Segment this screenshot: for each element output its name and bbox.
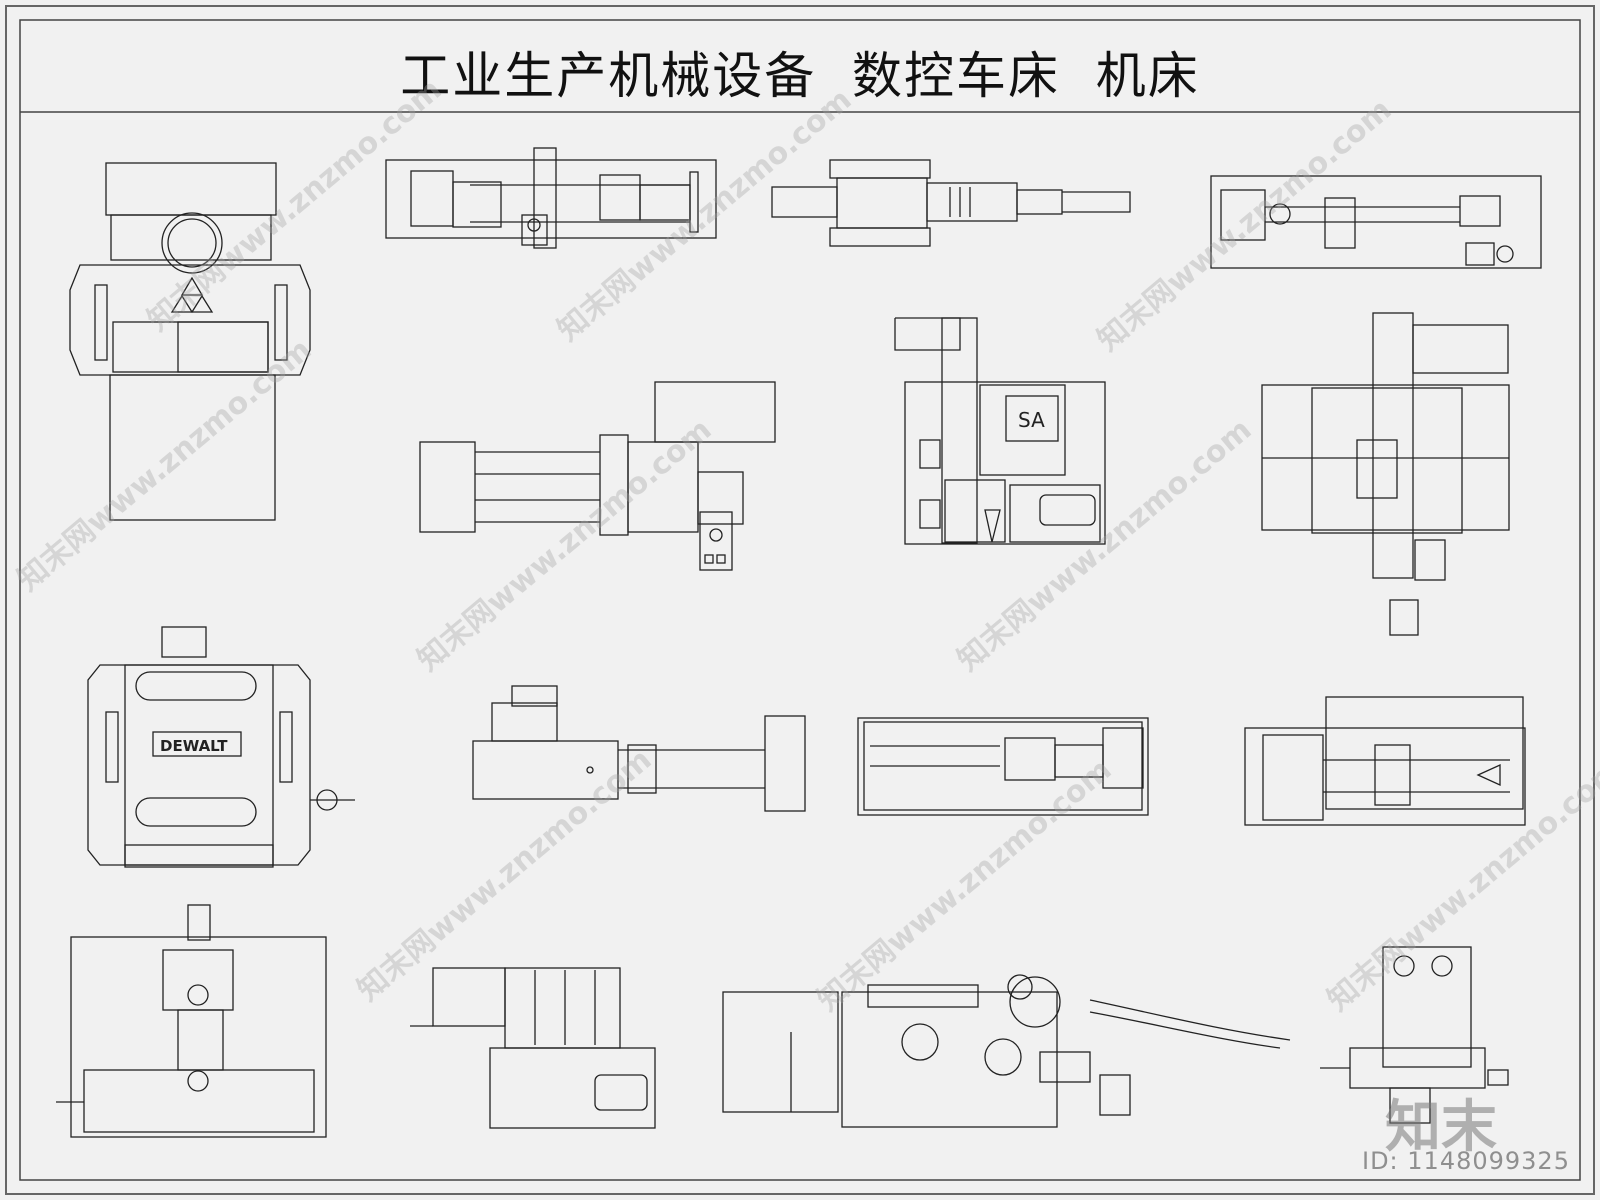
machine-15-small-unit xyxy=(1320,946,1509,1124)
machine-13-component-block xyxy=(410,967,656,1129)
dewalt-brand-label: DEWALT xyxy=(160,737,228,755)
machine-2-lathe xyxy=(385,147,717,249)
machine-4-long-lathe xyxy=(1210,175,1542,269)
machine-1-tall-machine xyxy=(69,162,311,521)
machine-9-small-lathe xyxy=(472,685,806,812)
machine-10-rail-unit xyxy=(857,717,1149,816)
brand-logo: 知末 xyxy=(1385,1095,1497,1160)
outer-frame xyxy=(5,5,1595,1195)
machine-7-gantry-frame xyxy=(1261,312,1510,636)
id-label: ID: 1148099325 xyxy=(1362,1147,1570,1175)
machine-6-motor-unit: SA xyxy=(894,317,1106,545)
machine-5-horizontal-unit xyxy=(419,381,776,571)
machine-14-hydraulic-assembly xyxy=(722,974,1291,1128)
machine-3-injection-unit xyxy=(771,159,1131,247)
page-title: 工业生产机械设备 数控车床 机床 xyxy=(400,47,1200,105)
machine-11-bench-lathe xyxy=(1244,696,1526,826)
machine-8-dewalt-planer: DEWALT xyxy=(87,626,355,868)
inner-frame xyxy=(19,19,1581,1181)
machine-12-milling-table xyxy=(56,904,327,1138)
motor-label: SA xyxy=(1018,408,1045,432)
